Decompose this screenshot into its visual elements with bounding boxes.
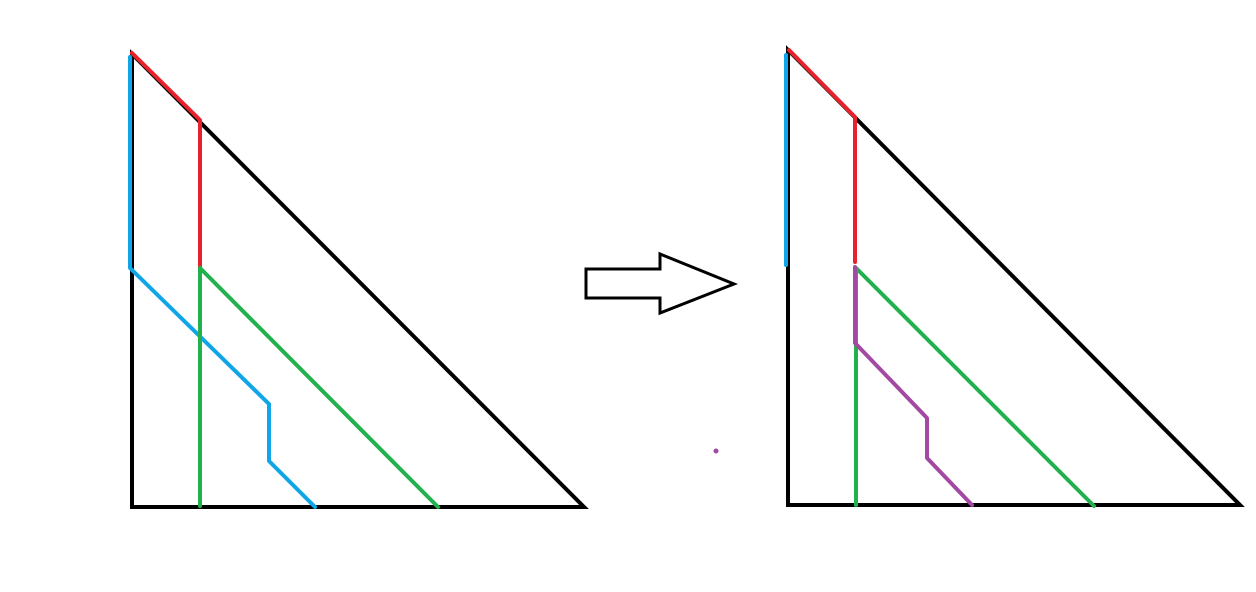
- arrow-right: [584, 251, 739, 316]
- left-panel: [128, 49, 589, 509]
- left-green-path: [198, 266, 440, 509]
- left-red-path: [130, 51, 202, 270]
- left-blue-path: [128, 55, 317, 509]
- stray-dot: [713, 448, 719, 454]
- right-triangle: [786, 45, 1245, 507]
- arrow-right-icon: [584, 251, 739, 316]
- right-red-path: [787, 48, 857, 264]
- left-triangle: [130, 49, 589, 509]
- right-purple-path: [853, 265, 974, 507]
- right-panel: [784, 45, 1245, 508]
- right-green-path: [854, 266, 1096, 508]
